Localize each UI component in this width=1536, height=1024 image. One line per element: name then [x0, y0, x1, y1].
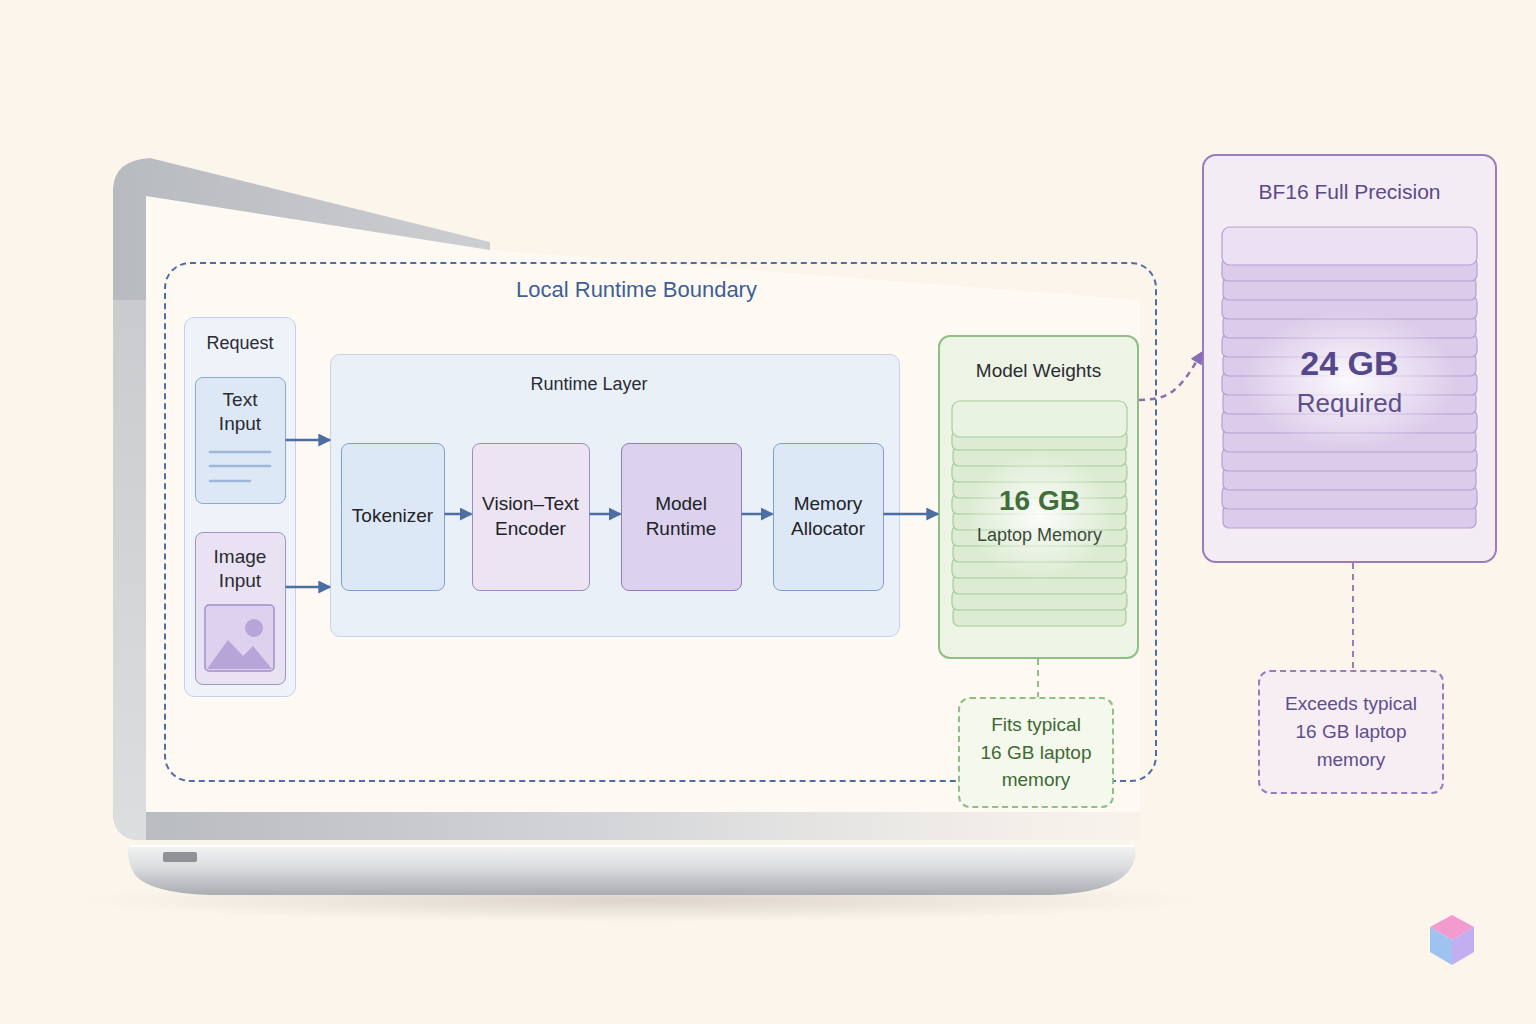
- stack-glow: [1242, 311, 1458, 451]
- node-label: Image Input: [205, 545, 275, 594]
- callout-note: Fits typical 16 GB laptop memory: [958, 697, 1114, 808]
- node-label: 24 GB: [1300, 341, 1398, 385]
- node-label: 16 GB: [999, 483, 1080, 519]
- memory-stack: 24 GBRequired: [1221, 226, 1478, 535]
- logo-mark: [1430, 915, 1474, 965]
- text-line-glyph: [210, 480, 250, 483]
- laptop-shadow: [80, 878, 1200, 922]
- node-label: Local Runtime Boundary: [516, 276, 757, 305]
- laptop-lid-edge: [113, 300, 146, 840]
- node-label: Request: [206, 332, 273, 355]
- logo-face: [1452, 927, 1474, 965]
- laptop-base-highlight: [130, 845, 1134, 847]
- leader-line: [1037, 659, 1039, 697]
- stack-top: [1222, 227, 1477, 265]
- process-box: Memory Allocator: [773, 443, 884, 591]
- process-box: Tokenizer: [341, 443, 445, 591]
- image-icon: [205, 605, 274, 671]
- node-label: Memory Allocator: [778, 492, 878, 541]
- process-box: Model Runtime: [621, 443, 742, 591]
- node-label: Text Input: [205, 388, 275, 437]
- node-label: Tokenizer: [343, 504, 443, 529]
- stack-top: [952, 401, 1127, 437]
- request-group: RequestText InputImage Input: [184, 317, 296, 697]
- node-label: BF16 Full Precision: [1258, 178, 1440, 205]
- process-box: Vision–Text Encoder: [472, 443, 590, 591]
- dashed-arrow: [1139, 352, 1202, 400]
- laptop-screen: [146, 196, 1140, 812]
- image-icon-mountain: [207, 640, 272, 669]
- flow-arrow: [884, 513, 939, 516]
- node-label: Model Runtime: [631, 492, 731, 541]
- text-line-glyph: [210, 451, 270, 454]
- input-box: Image Input: [195, 532, 286, 685]
- precision-box: BF16 Full Precision 24 GBRequired: [1202, 154, 1497, 563]
- flow-arrow: [286, 439, 331, 442]
- image-icon-sun: [245, 619, 263, 637]
- memory-stack: 16 GB Laptop Memory: [951, 400, 1128, 630]
- flow-arrow: [742, 513, 773, 516]
- weights-box: Model Weights 16 GB Laptop Memory: [938, 335, 1139, 659]
- node-label: Exceeds typical 16 GB laptop memory: [1279, 690, 1424, 774]
- laptop-base: [128, 845, 1136, 895]
- node-label: Model Weights: [976, 359, 1101, 384]
- logo-face: [1430, 927, 1452, 965]
- logo-face: [1430, 915, 1474, 940]
- laptop-port: [163, 852, 197, 862]
- laptop-lid: [113, 158, 1140, 840]
- node-label: Vision–Text Encoder: [475, 492, 587, 541]
- flow-arrow: [445, 513, 472, 516]
- node-label: Runtime Layer: [530, 373, 647, 396]
- flow-arrow: [286, 586, 331, 589]
- runtime-layer: Runtime LayerTokenizer Vision–Text Encode…: [330, 354, 900, 637]
- callout-note: Exceeds typical 16 GB laptop memory: [1258, 670, 1444, 794]
- input-box: Text Input: [195, 377, 286, 504]
- node-sublabel: Required: [1297, 387, 1403, 421]
- node-label: Fits typical 16 GB laptop memory: [979, 711, 1093, 795]
- stack-glow: [965, 451, 1114, 580]
- text-line-glyph: [210, 465, 270, 468]
- leader-line: [1352, 563, 1354, 670]
- flow-arrow: [590, 513, 621, 516]
- node-sublabel: Laptop Memory: [977, 524, 1102, 547]
